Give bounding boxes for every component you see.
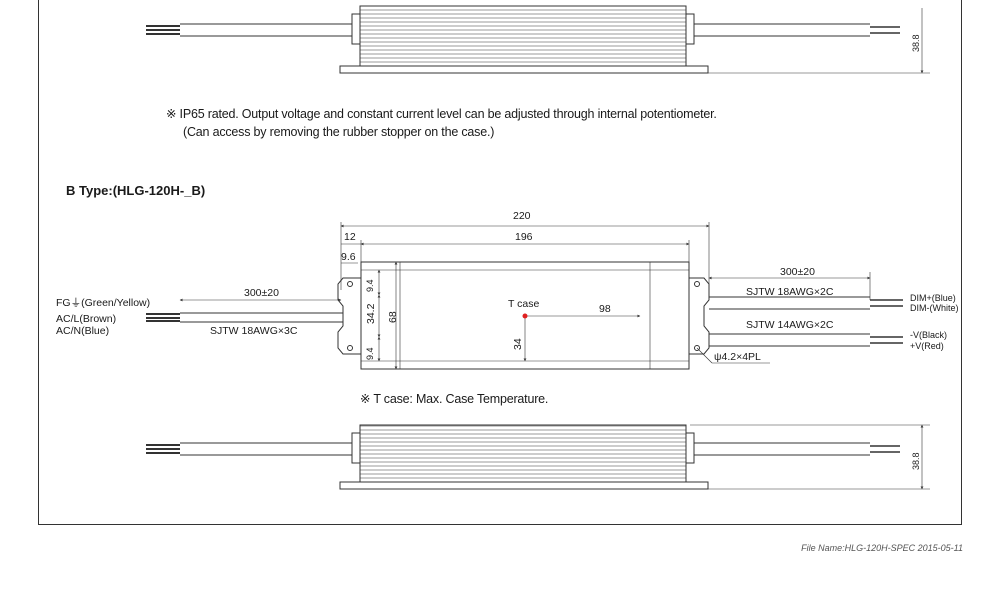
drawing-frame	[38, 0, 962, 525]
dim-34-2: 34.2	[365, 303, 377, 324]
height-dim-top: 38.8	[911, 34, 921, 52]
dim-plus-label: DIM+(Blue)	[910, 293, 956, 303]
acl-wire-label: AC/L(Brown)	[56, 313, 117, 325]
dim-220: 220	[513, 210, 531, 222]
acn-wire-label: AC/N(Blue)	[56, 325, 110, 337]
dim-9-4-top: 9.4	[365, 279, 375, 292]
dim-68: 68	[387, 311, 399, 323]
output-length: 300±20	[780, 266, 815, 278]
b-type-top-view	[146, 222, 903, 370]
output-cable-spec: SJTW 14AWG×2C	[746, 319, 834, 331]
ip65-note-line2: (Can access by removing the rubber stopp…	[183, 125, 495, 139]
dim-9-6: 9.6	[341, 251, 356, 263]
side-view-bottom	[146, 424, 930, 490]
dim-cable-spec: SJTW 18AWG×2C	[746, 286, 834, 298]
input-length: 300±20	[244, 287, 279, 299]
dim-98: 98	[599, 303, 611, 315]
v-minus-label: -V(Black)	[910, 330, 948, 340]
file-name-footer: File Name:HLG-120H-SPEC 2015-05-11	[801, 543, 963, 553]
fg-wire-label: FG⏚(Green/Yellow)	[56, 297, 151, 309]
dim-9-4-bottom: 9.4	[365, 347, 375, 360]
tcase-point	[522, 313, 528, 319]
dim-196: 196	[515, 231, 533, 243]
mounting-hole-label: ψ4.2×4PL	[714, 351, 761, 363]
side-view-top	[146, 5, 930, 74]
b-type-title: B Type:(HLG-120H-_B)	[66, 183, 206, 198]
tcase-note: ※ T case: Max. Case Temperature.	[360, 392, 549, 406]
v-plus-label: +V(Red)	[910, 341, 944, 351]
input-cable-spec: SJTW 18AWG×3C	[210, 325, 298, 337]
height-dim-bottom: 38.8	[911, 452, 921, 470]
dim-34: 34	[512, 338, 524, 350]
ip65-note-line1: ※ IP65 rated. Output voltage and constan…	[166, 107, 717, 121]
dim-12: 12	[344, 231, 356, 243]
dim-minus-label: DIM-(White)	[910, 303, 959, 313]
tcase-label: T case	[508, 298, 540, 310]
